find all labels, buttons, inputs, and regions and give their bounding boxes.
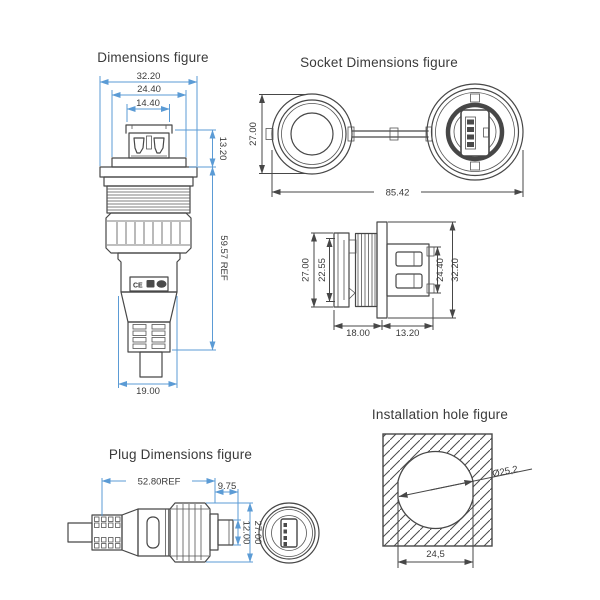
figure-socket-title: Socket Dimensions figure — [300, 55, 458, 70]
plug-front-view — [258, 502, 320, 564]
dim-total-height: 59.57 REF — [172, 166, 229, 351]
dim-label: 19.00 — [136, 386, 160, 397]
dim-plug-total-length: 52.80REF — [101, 477, 216, 516]
dim-label: 24,5 — [426, 549, 445, 560]
ce-mark-icon: CE — [133, 283, 143, 290]
dim-hole-width: 24,5 — [397, 500, 474, 568]
dim-cap-diameter: 27.00 — [248, 94, 306, 174]
dim-label: 27.00 — [248, 122, 259, 146]
dim-label: 27.00 — [252, 521, 263, 545]
dim-hole-diameter: Ø25,2 — [398, 464, 533, 498]
dim-label: 14.40 — [136, 98, 160, 109]
figure-installation-title: Installation hole figure — [372, 407, 508, 422]
thread-lines — [107, 188, 190, 211]
plug-nut-ribs — [176, 504, 202, 561]
installation-panel-drawing — [382, 433, 493, 547]
usb-a-plug-port — [280, 518, 298, 548]
figure-plug: Plug Dimensions figure — [67, 447, 320, 564]
dim-usb-width: 14.40 — [126, 98, 170, 122]
dim-total-length: 85.42 — [271, 150, 524, 199]
nut-ribs — [116, 222, 181, 244]
dim-label: Ø25,2 — [491, 464, 519, 480]
dim-bottom-width: 19.00 — [118, 296, 178, 397]
dim-side-thread-od: 22.55 — [317, 238, 335, 302]
plug-front-view-drawing: CE — [99, 124, 198, 378]
dim-label: 9.75 — [218, 481, 237, 492]
dim-side-rear-height: 24.40 — [430, 246, 446, 294]
dim-label: 22.55 — [317, 258, 328, 282]
usb-a-port — [460, 109, 490, 157]
dim-label: 27.00 — [301, 258, 312, 282]
dim-label: 24.40 — [435, 258, 446, 282]
dim-flange-width: 32.20 — [99, 71, 198, 166]
dim-label: 59.57 REF — [218, 235, 229, 281]
socket-cap-front-view — [265, 93, 353, 175]
dim-label: 13.20 — [217, 137, 228, 161]
dim-label: 18.00 — [346, 328, 370, 339]
side-thread-lines — [357, 234, 376, 306]
dim-label: 52.80REF — [138, 477, 181, 488]
socket-face-front-view — [426, 83, 524, 181]
cert-oval-icon — [156, 280, 167, 288]
figure-socket: Socket Dimensions figure — [248, 55, 524, 339]
dim-side-front-length: 18.00 — [333, 310, 383, 339]
dim-side-cap-od: 27.00 — [301, 232, 333, 308]
dim-side-rear-length: 13.20 — [381, 298, 434, 339]
dim-usb-height: 13.20 — [175, 129, 228, 168]
socket-side-view-drawing — [333, 221, 435, 319]
dim-label: 24.40 — [137, 84, 161, 95]
figure-dimensions-title: Dimensions figure — [97, 50, 208, 65]
dim-label: 85.42 — [386, 188, 410, 199]
dim-side-flange-od: 32.20 — [388, 221, 461, 319]
dim-plug-nut-diameter: 27.00 — [206, 502, 263, 563]
dim-plug-tip-diameter: 12.00 — [233, 519, 252, 546]
plug-side-view-drawing — [67, 502, 234, 563]
dim-label: 12.00 — [241, 521, 252, 545]
cert-square-icon — [146, 280, 155, 288]
dim-label: 32.20 — [450, 258, 461, 282]
dim-label: 32.20 — [137, 71, 161, 82]
figure-dimensions: Dimensions figure — [97, 50, 229, 397]
strain-relief-ribs — [132, 324, 166, 349]
figure-installation: Installation hole figure Ø25,2 24,5 — [372, 407, 533, 568]
plug-relief-ribs — [94, 516, 121, 549]
cap-strap — [347, 126, 433, 142]
dim-plug-tip-length: 9.75 — [214, 481, 239, 520]
mounting-hole — [397, 450, 474, 530]
dim-label: 13.20 — [396, 328, 420, 339]
dim-body-width: 24.40 — [111, 84, 187, 157]
figure-plug-title: Plug Dimensions figure — [109, 447, 252, 462]
